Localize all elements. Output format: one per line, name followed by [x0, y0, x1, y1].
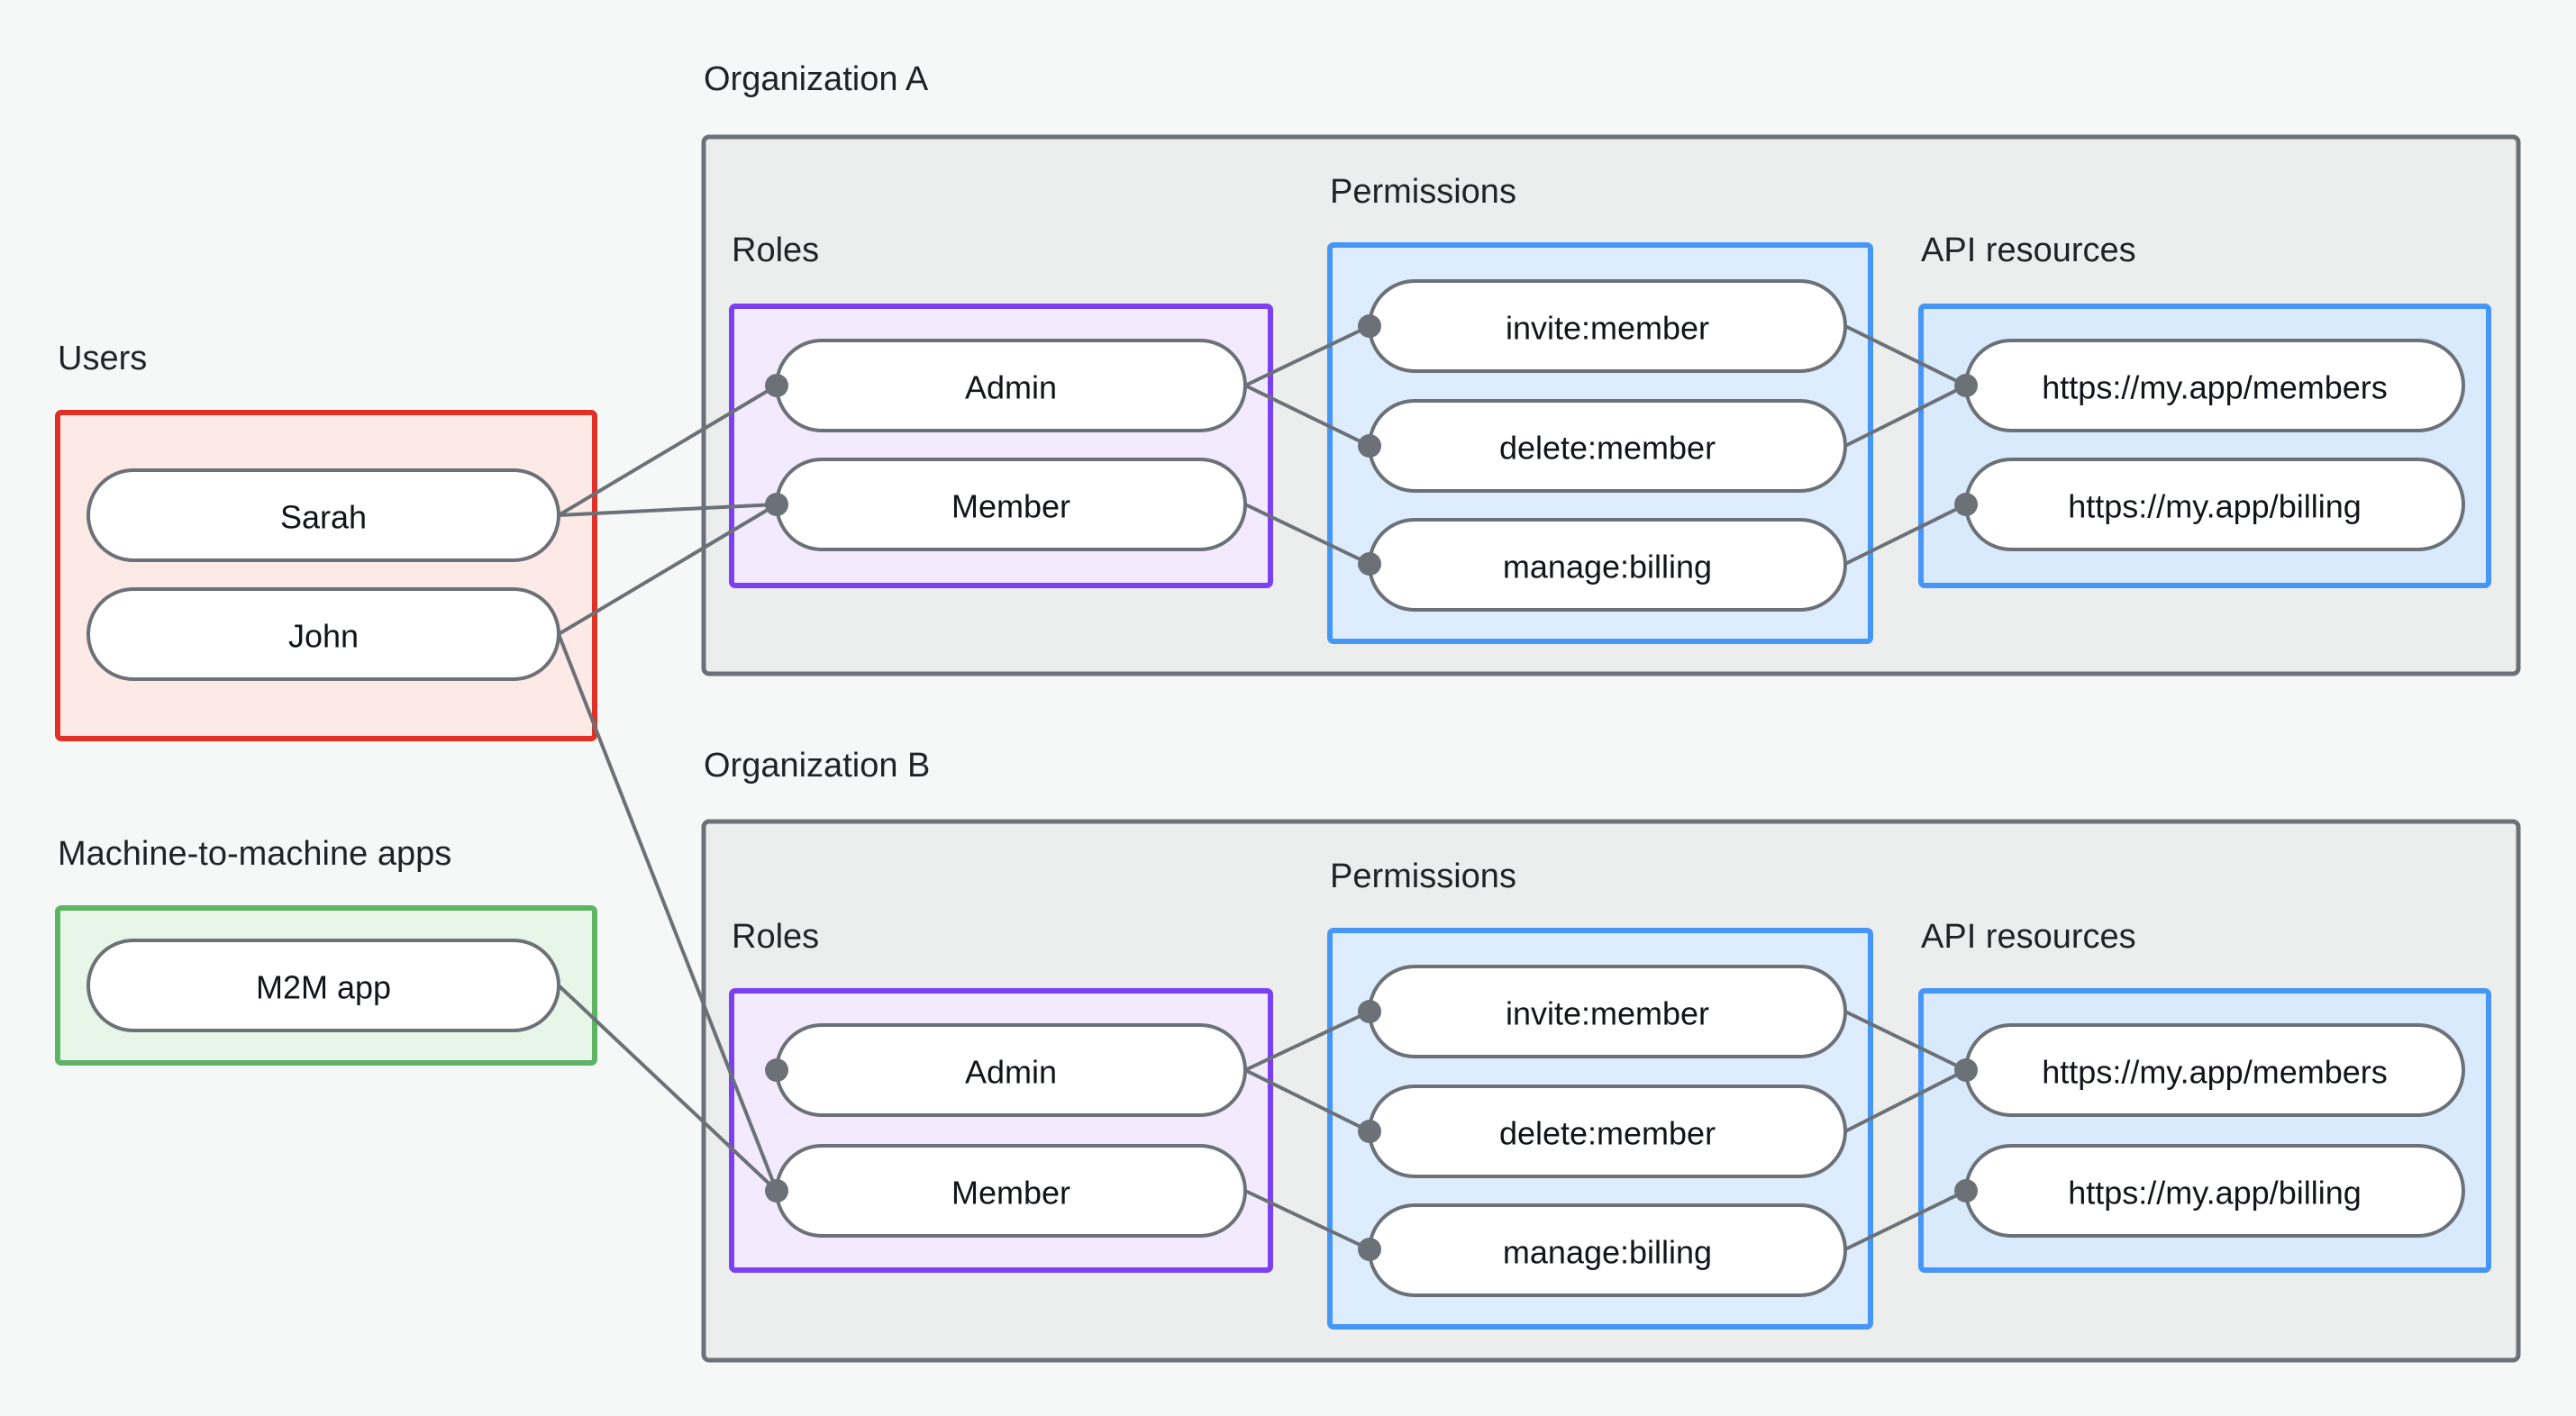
pill-org-b-member-label: Member [951, 1175, 1070, 1212]
edge-org-a-admin-to-invite [1244, 324, 1370, 387]
users-title: Users [58, 340, 147, 377]
pill-org-a-delete-label: delete:member [1499, 430, 1716, 467]
edge-sarah-to-org-a-member [558, 503, 778, 517]
org-b-roles-title: Roles [732, 918, 819, 956]
edge-org-a-member-to-billing [1244, 503, 1370, 566]
endpoint-dot-org-a-billing [1358, 552, 1381, 576]
pill-john[interactable] [86, 587, 560, 681]
edge-org-b-invite-to-res-members [1844, 1010, 1967, 1072]
api-node-org-a-billing[interactable]: https://my.app/billing [1964, 458, 2465, 551]
permission-node-org-b-billing[interactable]: manage:billing [1368, 1203, 1847, 1297]
pill-m2m-app[interactable] [86, 939, 560, 1032]
pill-org-a-res-members-label: https://my.app/members [2042, 369, 2387, 406]
edge-john-to-org-b-member [557, 633, 778, 1192]
permission-node-org-a-delete[interactable]: delete:member [1368, 399, 1847, 493]
endpoint-dot-org-a-res-billing [1954, 493, 1978, 516]
endpoint-dot-org-a-admin [765, 374, 788, 397]
pill-sarah-label: Sarah [280, 499, 367, 536]
user-node-sarah[interactable]: Sarah [86, 468, 560, 562]
edge-org-b-member-to-billing [1244, 1189, 1370, 1251]
endpoint-dot-org-a-invite [1358, 314, 1381, 338]
pill-org-b-invite-label: invite:member [1506, 995, 1709, 1032]
edge-m2m-to-org-b-member [557, 984, 778, 1193]
api-node-org-b-billing[interactable]: https://my.app/billing [1964, 1144, 2465, 1238]
connection-edges [557, 324, 1967, 1251]
pill-org-a-res-billing-label: https://my.app/billing [2068, 488, 2362, 525]
m2m-node-app[interactable]: M2M app [86, 939, 560, 1032]
endpoint-dot-org-a-member [765, 493, 788, 516]
endpoint-dot-org-b-admin [765, 1058, 788, 1082]
pill-m2m-app-label: M2M app [256, 969, 391, 1006]
edge-sarah-to-org-a-admin [557, 384, 778, 517]
endpoint-dot-org-a-res-members [1954, 374, 1978, 397]
edge-org-b-admin-to-delete [1244, 1068, 1370, 1133]
edge-org-a-delete-to-res-members [1844, 384, 1967, 448]
edge-org-b-delete-to-res-members [1844, 1068, 1967, 1133]
pill-org-b-res-members-label: https://my.app/members [2042, 1054, 2387, 1091]
edge-org-a-admin-to-delete [1244, 384, 1370, 448]
api-node-org-a-members[interactable]: https://my.app/members [1964, 339, 2465, 432]
connection-endpoint-dots [765, 314, 1978, 1261]
edge-org-b-billing-to-res-billing [1844, 1189, 1967, 1251]
permission-node-org-a-invite[interactable]: invite:member [1368, 279, 1847, 373]
edge-org-a-invite-to-res-members [1844, 324, 1967, 387]
endpoint-dot-org-b-res-billing [1954, 1179, 1978, 1203]
pill-org-a-admin-label: Admin [965, 369, 1057, 406]
edge-org-b-admin-to-invite [1244, 1010, 1370, 1072]
pill-john-label: John [288, 618, 359, 655]
permission-node-org-b-invite[interactable]: invite:member [1368, 965, 1847, 1058]
org-b-api-title: API resources [1921, 918, 2136, 956]
pill-org-b-admin-label: Admin [965, 1054, 1057, 1091]
org-a-api-title: API resources [1921, 231, 2136, 269]
org-a-roles-title: Roles [732, 231, 819, 269]
endpoint-dot-org-b-delete [1358, 1120, 1381, 1143]
pill-org-a-billing-label: manage:billing [1503, 549, 1712, 585]
role-node-org-a-member[interactable]: Member [775, 458, 1247, 551]
pill-sarah[interactable] [86, 468, 560, 562]
users-box [55, 410, 597, 741]
org-b-permissions-title: Permissions [1330, 858, 1516, 895]
endpoint-dot-org-b-res-members [1954, 1058, 1978, 1082]
pill-org-a-member-label: Member [951, 488, 1070, 525]
endpoint-dot-org-b-billing [1358, 1238, 1381, 1261]
pill-org-b-res-billing-label: https://my.app/billing [2068, 1175, 2362, 1212]
role-node-org-b-admin[interactable]: Admin [775, 1023, 1247, 1117]
org-b-title: Organization B [704, 747, 930, 785]
org-a-title: Organization A [704, 60, 929, 98]
pill-org-a-invite-label: invite:member [1506, 310, 1709, 347]
role-node-org-a-admin[interactable]: Admin [775, 339, 1247, 432]
endpoint-dot-org-a-delete [1358, 434, 1381, 458]
pill-org-b-delete-label: delete:member [1499, 1115, 1716, 1152]
edge-john-to-org-a-member [557, 503, 778, 636]
role-node-org-b-member[interactable]: Member [775, 1144, 1247, 1238]
permission-node-org-a-billing[interactable]: manage:billing [1368, 518, 1847, 612]
permission-node-org-b-delete[interactable]: delete:member [1368, 1085, 1847, 1178]
m2m-title: Machine-to-machine apps [58, 835, 451, 873]
pill-org-b-billing-label: manage:billing [1503, 1234, 1712, 1271]
endpoint-dot-org-b-member [765, 1179, 788, 1203]
endpoint-dot-org-b-invite [1358, 1000, 1381, 1023]
user-node-john[interactable]: John [86, 587, 560, 681]
org-a-permissions-title: Permissions [1330, 173, 1516, 211]
edge-org-a-billing-to-res-billing [1844, 503, 1967, 566]
api-node-org-b-members[interactable]: https://my.app/members [1964, 1023, 2465, 1117]
